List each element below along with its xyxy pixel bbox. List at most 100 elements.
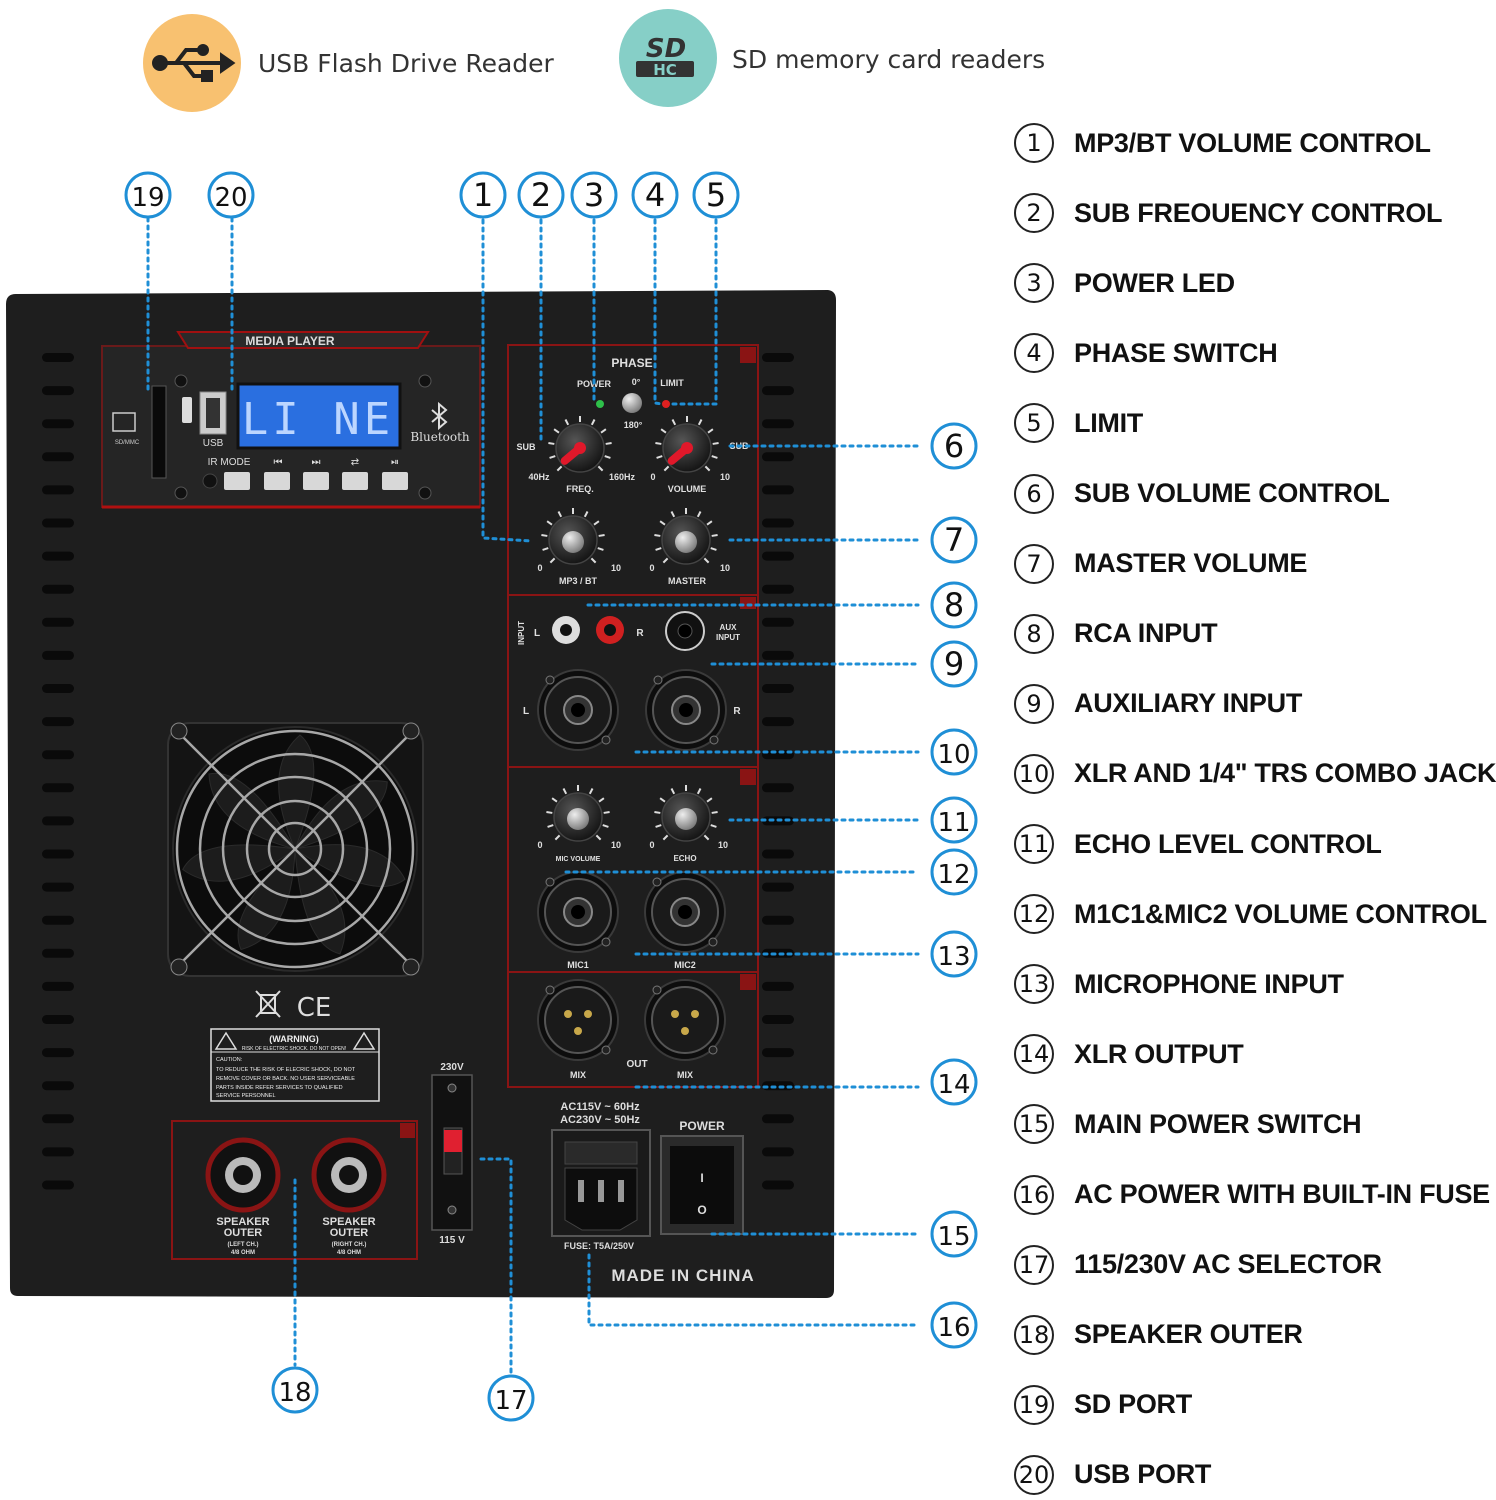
combo-jack-left[interactable] bbox=[537, 669, 619, 751]
legend-number: 3 bbox=[1014, 263, 1054, 304]
sd-logo-top: SD bbox=[646, 34, 686, 64]
repeat-button[interactable] bbox=[342, 472, 368, 490]
echo-label: ECHO bbox=[673, 854, 696, 863]
legend-number: 7 bbox=[1014, 543, 1054, 584]
fan-grill bbox=[175, 729, 415, 969]
vent-slot-left bbox=[42, 1180, 74, 1190]
leader-line bbox=[481, 218, 534, 543]
vent-slot-right bbox=[762, 1048, 794, 1058]
legend-number: 10 bbox=[1014, 753, 1054, 794]
xlr-output-left[interactable] bbox=[537, 979, 619, 1061]
mic1-input-jack[interactable] bbox=[537, 871, 619, 953]
power-led bbox=[596, 400, 604, 408]
phase-switch[interactable] bbox=[622, 393, 642, 413]
control-frames bbox=[507, 344, 759, 1088]
callout-4: 4 bbox=[631, 171, 679, 219]
vent-slot-left bbox=[42, 353, 74, 362]
mic2-label: MIC2 bbox=[674, 960, 696, 970]
mp3-bt-volume-knob[interactable] bbox=[541, 508, 605, 565]
mode-button[interactable] bbox=[224, 472, 250, 490]
lcd-display bbox=[236, 382, 402, 450]
callout-number: 9 bbox=[944, 645, 964, 683]
sd-slot[interactable] bbox=[151, 385, 167, 479]
freq-min-label: 40Hz bbox=[528, 472, 550, 482]
vent-slot-right bbox=[762, 353, 794, 362]
caution-title: CAUTION: bbox=[216, 1057, 243, 1063]
fuse-label: FUSE: T5A/250V bbox=[564, 1241, 634, 1251]
vent-slot-right bbox=[762, 485, 794, 495]
warning-icon-left bbox=[214, 1031, 238, 1050]
vent-slot-right bbox=[762, 948, 794, 958]
callout-5: 5 bbox=[692, 171, 740, 219]
mp3-max-label: 10 bbox=[611, 563, 621, 573]
power-switch-label: POWER bbox=[679, 1119, 725, 1133]
callout-number: 5 bbox=[706, 176, 726, 214]
ir-receiver bbox=[182, 397, 192, 423]
master-max-label: 10 bbox=[720, 563, 730, 573]
callout-number: 3 bbox=[584, 176, 604, 214]
callout-10: 10 bbox=[930, 728, 978, 776]
sd-slot-label: SD/MMC bbox=[115, 440, 140, 446]
prev-button[interactable] bbox=[264, 472, 290, 490]
sub-volume-knob[interactable] bbox=[655, 416, 719, 473]
legend-number: 6 bbox=[1014, 473, 1054, 514]
ir-mode-label: IR MODE bbox=[208, 457, 251, 468]
legend-number: 20 bbox=[1014, 1454, 1054, 1495]
sd-logo-bottom: HC bbox=[653, 61, 677, 79]
made-in-china-label: MADE IN CHINA bbox=[611, 1266, 754, 1285]
media-player-module: MEDIA PLAYER SD/MMC USB LI NE Bluetooth … bbox=[101, 331, 481, 509]
vent-slot-left bbox=[42, 684, 74, 693]
vent-slot-left bbox=[42, 419, 74, 429]
vent-slot-left bbox=[42, 1114, 74, 1124]
combo-jack-right[interactable] bbox=[645, 669, 727, 751]
xlr-output-right[interactable] bbox=[644, 979, 726, 1061]
switch-off-mark: O bbox=[697, 1203, 706, 1217]
fan-blade bbox=[293, 844, 406, 887]
limit-led bbox=[662, 400, 670, 408]
bluetooth-icon bbox=[431, 401, 448, 431]
fuse-drawer[interactable] bbox=[564, 1141, 638, 1165]
legend-label: MICROPHONE INPUT bbox=[1074, 968, 1344, 999]
legend-number: 19 bbox=[1014, 1384, 1054, 1425]
vent-slot-right bbox=[762, 717, 794, 727]
callout-number: 2 bbox=[531, 176, 551, 214]
warning-label: (WARNING) RISK OF ELECTRIC SHOCK. DO NOT… bbox=[210, 1028, 380, 1102]
echo-max-label: 10 bbox=[718, 840, 728, 850]
sub-frequency-knob[interactable] bbox=[548, 416, 612, 473]
legend-number: 11 bbox=[1014, 824, 1054, 864]
vent-slot-right bbox=[762, 882, 794, 892]
callout-18: 18 bbox=[271, 1366, 319, 1414]
voltage-switch[interactable] bbox=[444, 1130, 462, 1152]
mic-volume-knob[interactable] bbox=[546, 785, 610, 842]
leader-lines bbox=[146, 216, 920, 1374]
leader-line bbox=[653, 218, 664, 406]
legend-label: MP3/BT VOLUME CONTROL bbox=[1074, 127, 1431, 158]
speaker-right-label: SPEAKER bbox=[322, 1216, 375, 1228]
master-volume-knob[interactable] bbox=[654, 508, 718, 565]
legend-number: 17 bbox=[1014, 1244, 1054, 1285]
echo-level-knob[interactable] bbox=[654, 785, 718, 842]
mic2-input-jack[interactable] bbox=[644, 871, 726, 953]
play-pause-icon: ⏯ bbox=[391, 457, 399, 468]
legend-number: 9 bbox=[1014, 683, 1054, 724]
vent-slot-right bbox=[762, 419, 794, 429]
vent-slot-left bbox=[42, 551, 74, 561]
next-button[interactable] bbox=[303, 472, 329, 490]
frame-corner-markers bbox=[740, 347, 756, 990]
play-pause-button[interactable] bbox=[382, 472, 408, 490]
v115-label: 115 V bbox=[439, 1235, 465, 1246]
sub-vol-max-label: 10 bbox=[720, 472, 730, 482]
callout-12: 12 bbox=[930, 848, 978, 896]
legend-number: 18 bbox=[1014, 1314, 1054, 1355]
vent-slot-left bbox=[42, 386, 74, 396]
vent-slot-left bbox=[42, 882, 74, 892]
mix-right-label: MIX bbox=[677, 1070, 693, 1080]
vent-slot-left bbox=[42, 1015, 74, 1024]
vent-slot-right bbox=[762, 750, 794, 760]
callout-1: 1 bbox=[459, 171, 507, 219]
